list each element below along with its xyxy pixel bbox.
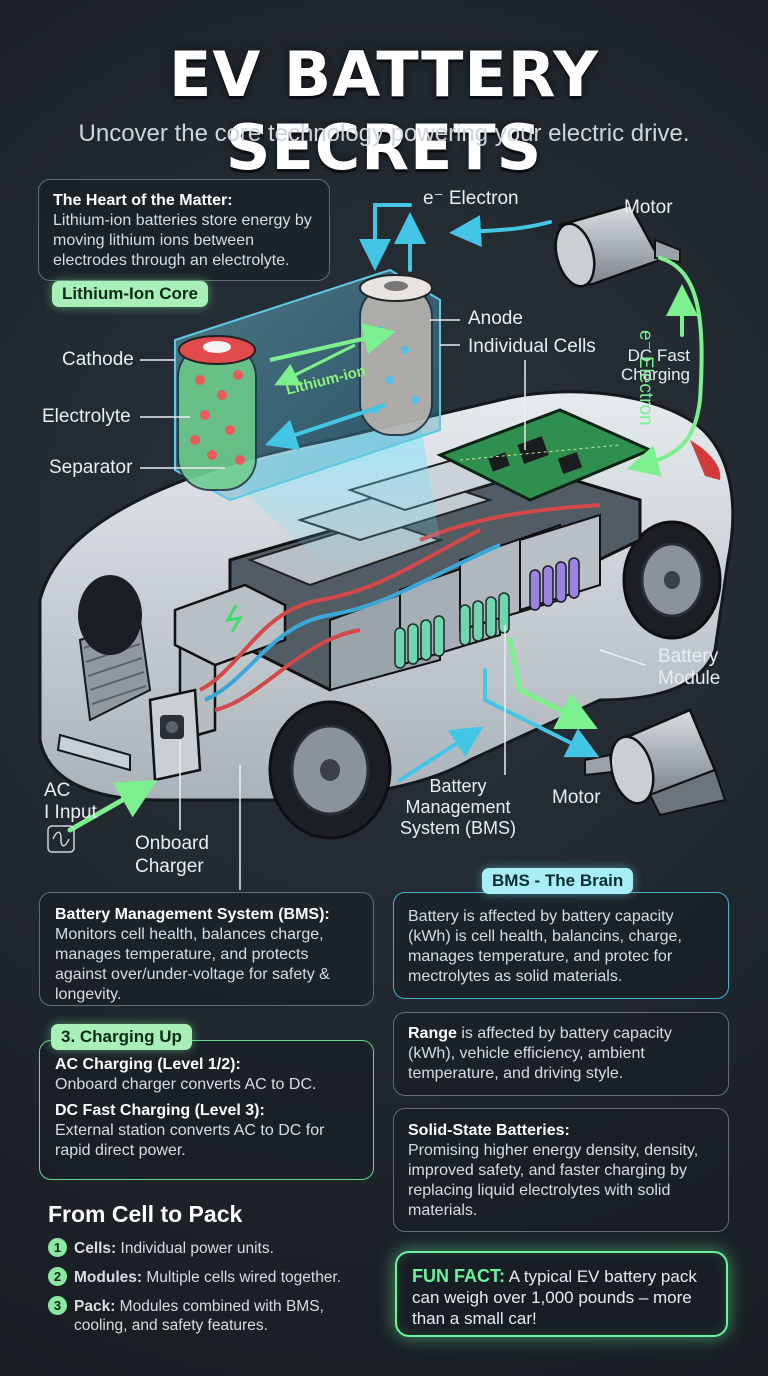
cell-to-pack-heading: From Cell to Pack [48, 1201, 243, 1227]
electrolyte-label: Electrolyte [42, 406, 131, 427]
ac-charging-body: Onboard charger converts AC to DC. [55, 1076, 317, 1093]
charging-up-tag: 3. Charging Up [51, 1024, 192, 1050]
motor-power-arrow [507, 637, 598, 729]
lithium-ion-core-tag: Lithium-Ion Core [52, 281, 208, 307]
fun-fact-body: A typical EV battery pack can weigh over… [412, 1267, 697, 1328]
solid-state-heading: Solid-State Batteries: [408, 1122, 570, 1139]
wheel-front-left [268, 700, 392, 840]
inverter-box [173, 583, 287, 667]
electron-label-top: e⁻ Electron [423, 188, 519, 209]
range-panel: Range is affected by battery capacity (k… [393, 1012, 729, 1096]
individual-cells-label: Individual Cells [468, 336, 596, 357]
bms-brain-panel: Battery is affected by battery capacity … [393, 892, 729, 999]
anode-label: Anode [468, 308, 523, 329]
range-heading: Range [408, 1025, 457, 1042]
intro-panel: The Heart of the Matter: Lithium-ion bat… [38, 179, 330, 281]
page-subtitle: Uncover the core technology powering you… [78, 120, 690, 147]
motor-top-illustration [554, 203, 681, 288]
motor-bottom-illustration [584, 708, 727, 817]
motor-label-bottom: Motor [552, 787, 601, 808]
page-title: EV BATTERY SECRETS [169, 38, 599, 184]
dc-charging-arrow [626, 256, 704, 477]
separator-label: Separator [49, 457, 133, 478]
battery-cell-cutout [174, 268, 441, 502]
wheel-rear-right [622, 520, 722, 640]
intro-body: Lithium-ion batteries store energy by mo… [53, 212, 312, 269]
bms-brain-tag: BMS - The Brain [482, 868, 634, 894]
wheel-front-right [78, 575, 142, 655]
charging-panel: AC Charging (Level 1/2): Onboard charger… [39, 1040, 374, 1180]
intro-heading: The Heart of the Matter: [53, 192, 233, 209]
ac-input-arrow [67, 780, 158, 833]
solid-state-panel: Solid-State Batteries: Promising higher … [393, 1108, 729, 1232]
range-body: is affected by battery capacity (kWh), v… [408, 1025, 672, 1082]
ac-waveform-icon [47, 825, 75, 853]
bms-brain-body: Battery is affected by battery capacity … [408, 908, 682, 985]
bms-info-panel: Battery Management System (BMS): Monitor… [39, 892, 374, 1006]
bms-label: Battery Management System (BMS) [399, 776, 516, 838]
solid-state-body: Promising higher energy density, density… [408, 1142, 699, 1219]
onboard-charger-label: Onboard Charger [135, 833, 209, 877]
dc-fast-charging-label: DC Fast Charging [621, 346, 690, 384]
fun-fact-panel: FUN FACT: A typical EV battery pack can … [395, 1251, 728, 1337]
battery-cells [394, 557, 580, 669]
bms-info-body: Monitors cell health, balances charge, m… [55, 926, 330, 1003]
electron-label-side: e⁻ Electron [635, 330, 656, 426]
bms-info-heading: Battery Management System (BMS): [55, 906, 330, 923]
electron-flow-arrow-top [449, 215, 552, 248]
motor-label-top: Motor [624, 197, 673, 218]
fun-fact-label: FUN FACT: [412, 1266, 505, 1286]
cathode-label: Cathode [62, 349, 134, 370]
ac-charging-heading: AC Charging (Level 1/2): [55, 1056, 241, 1073]
dc-charging-body: External station converts AC to DC for r… [55, 1122, 325, 1159]
electron-flow-arrow-left [359, 203, 412, 271]
ac-input-label: AC I Input [44, 780, 97, 823]
battery-module-label: Battery Module [658, 646, 721, 689]
dc-charging-heading: DC Fast Charging (Level 3): [55, 1102, 265, 1119]
